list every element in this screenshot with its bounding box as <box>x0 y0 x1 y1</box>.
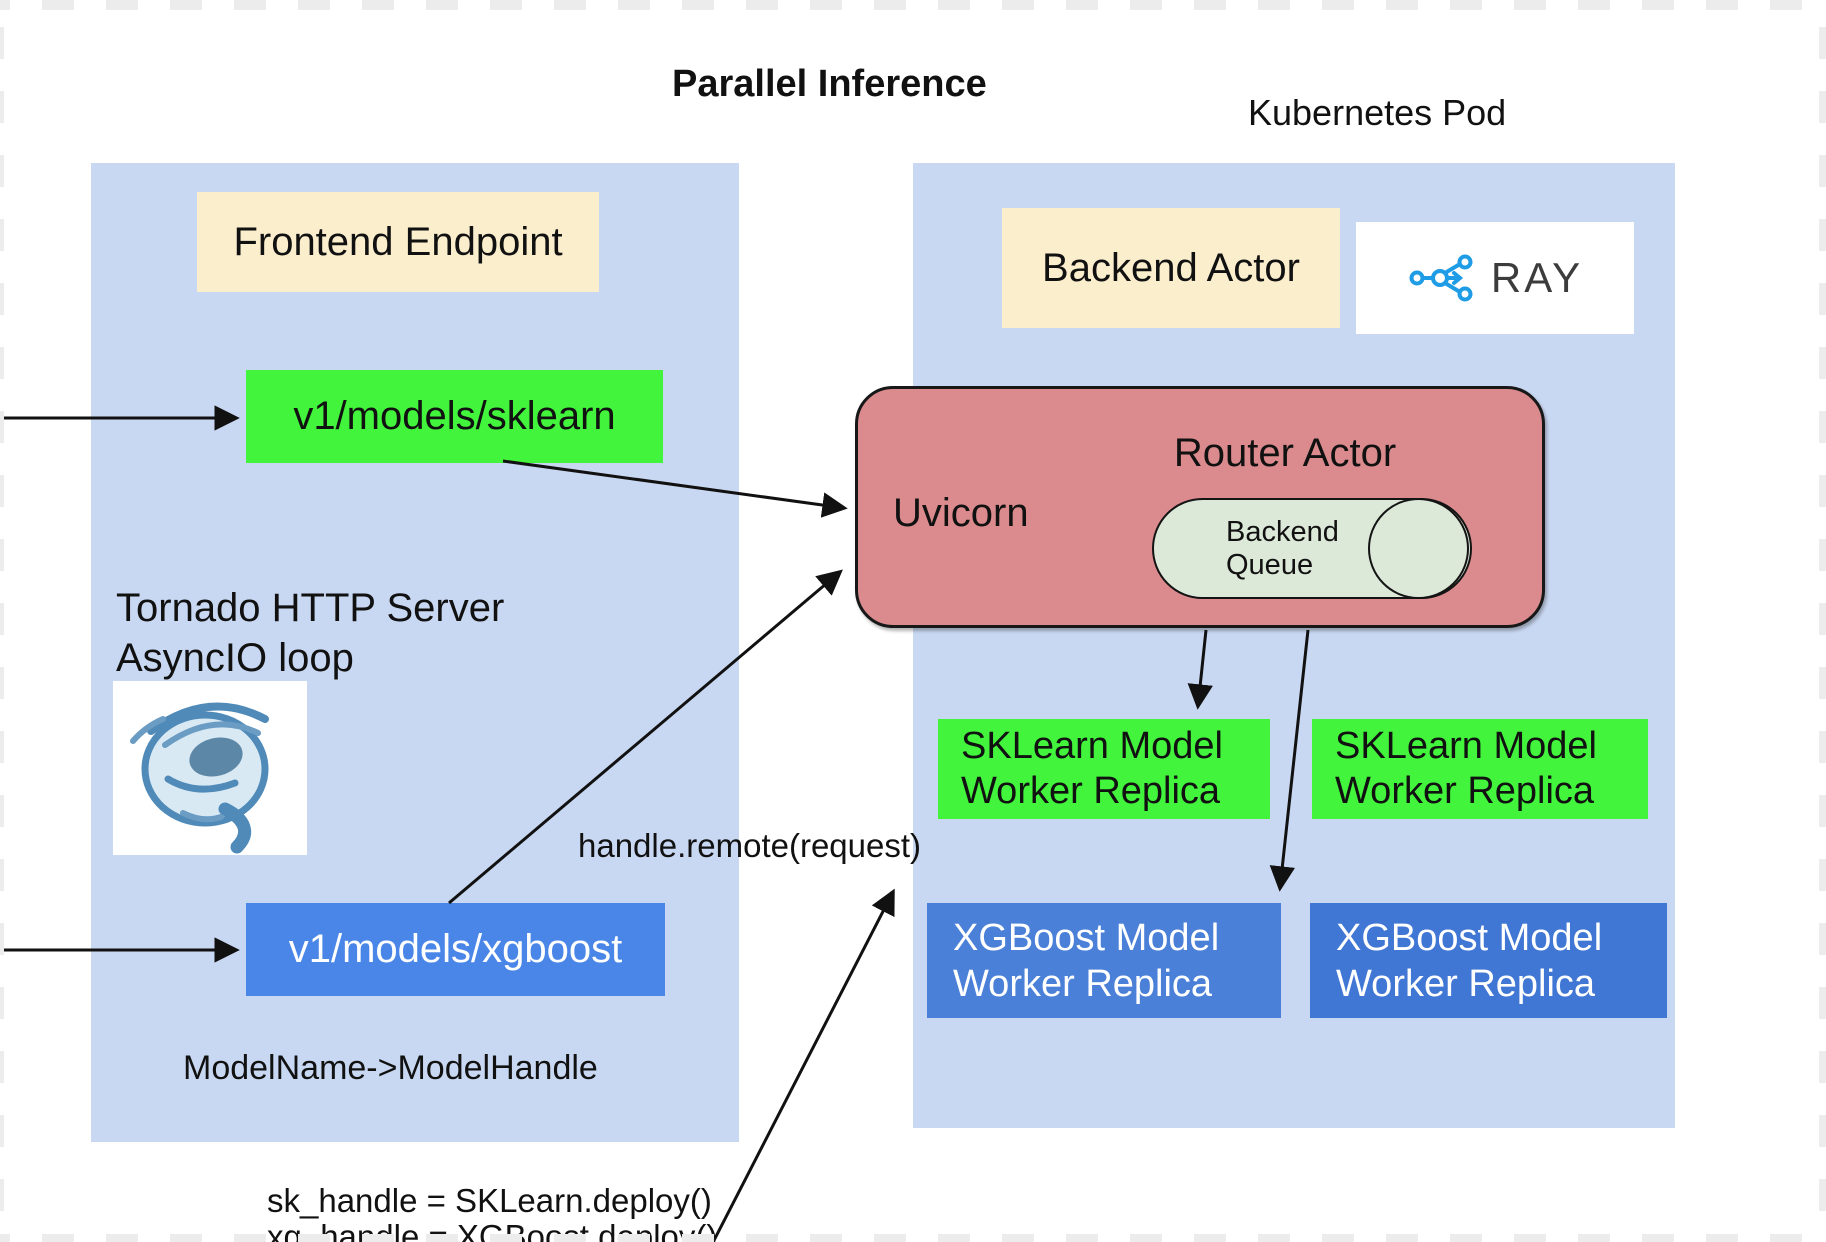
frontend-endpoint-label: Frontend Endpoint <box>233 219 563 264</box>
worker-label-line1: XGBoost Model <box>1336 916 1603 959</box>
worker-label-line1: XGBoost Model <box>953 916 1220 959</box>
checkerboard-left-edge <box>0 0 4 1242</box>
ray-network-icon <box>1407 253 1481 303</box>
checkerboard-top-edge <box>0 0 1826 10</box>
model-mapping-label: ModelName->ModelHandle <box>183 1049 598 1087</box>
backend-actor-box: Backend Actor <box>1002 208 1340 328</box>
xgboost-worker-1: XGBoost Model Worker Replica <box>927 903 1281 1018</box>
xgboost-worker-2: XGBoost Model Worker Replica <box>1310 903 1667 1018</box>
sklearn-worker-1: SKLearn Model Worker Replica <box>938 719 1270 819</box>
tornado-server-label: Tornado HTTP Server AsyncIO loop <box>116 583 504 683</box>
tornado-icon <box>113 681 307 855</box>
worker-label-line2: Worker Replica <box>1336 962 1596 1005</box>
uvicorn-label: Uvicorn <box>893 491 1029 535</box>
sklearn-worker-2: SKLearn Model Worker Replica <box>1312 719 1648 819</box>
frontend-endpoint-box: Frontend Endpoint <box>197 192 599 292</box>
deploy-code-line2: xg_handle = XGBoost.deploy() <box>267 1218 718 1242</box>
kubernetes-pod-label: Kubernetes Pod <box>1248 92 1507 133</box>
backend-queue-line1: Backend <box>1226 516 1339 548</box>
backend-queue-label: Backend Queue <box>1226 516 1339 582</box>
tornado-server-line1: Tornado HTTP Server <box>116 586 505 630</box>
checkerboard-right-edge <box>1819 0 1826 1242</box>
backend-actor-label: Backend Actor <box>1042 245 1300 290</box>
ray-logo-text: RAY <box>1490 254 1584 301</box>
worker-label-line2: Worker Replica <box>961 770 1221 812</box>
backend-queue-endcap <box>1368 498 1469 599</box>
ray-logo: RAY <box>1356 222 1634 334</box>
worker-label-line2: Worker Replica <box>1335 770 1595 812</box>
worker-label-line2: Worker Replica <box>953 962 1213 1005</box>
xgboost-route-box: v1/models/xgboost <box>246 903 665 996</box>
worker-label-line1: SKLearn Model <box>961 725 1223 767</box>
router-actor-title: Router Actor <box>1173 431 1397 475</box>
worker-label-line1: SKLearn Model <box>1335 725 1597 767</box>
xgboost-route-label: v1/models/xgboost <box>288 927 623 971</box>
tornado-server-line2: AsyncIO loop <box>116 636 354 680</box>
backend-queue-line2: Queue <box>1226 549 1314 581</box>
sklearn-route-label: v1/models/sklearn <box>293 394 616 438</box>
sklearn-route-box: v1/models/sklearn <box>246 370 663 463</box>
deploy-code-label: sk_handle = SKLearn.deploy() xg_handle =… <box>267 1183 717 1242</box>
page-title: Parallel Inference <box>672 63 987 105</box>
deploy-code-line1: sk_handle = SKLearn.deploy() <box>267 1182 712 1219</box>
handle-remote-label: handle.remote(request) <box>578 827 922 864</box>
